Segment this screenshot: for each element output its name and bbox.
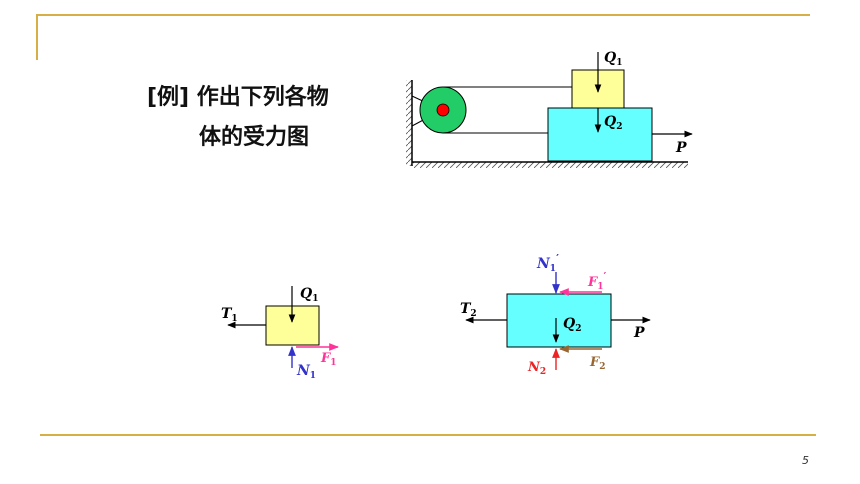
b2-p-label: P bbox=[633, 325, 645, 341]
b1-q1-label: Q1 bbox=[300, 286, 318, 304]
lower-block bbox=[547, 107, 653, 162]
bottom-rule bbox=[40, 434, 816, 436]
title-line-1: [例] 作出下列各物 bbox=[147, 85, 329, 110]
b2-t2-label: T2 bbox=[460, 301, 477, 319]
b2-n2-label: N2 bbox=[527, 360, 546, 377]
p-label: P bbox=[675, 140, 687, 156]
slide-title: [例] 作出下列各物 体的受力图 bbox=[147, 78, 329, 158]
q2-label: Q2 bbox=[604, 114, 622, 132]
b2-f2-label: F2 bbox=[589, 355, 606, 372]
page-number: 5 bbox=[802, 454, 809, 467]
block2-diagram: N1′ F1′ T2 Q2 P N2 F2 bbox=[460, 252, 651, 377]
floor-hatch bbox=[412, 162, 688, 168]
b1-t1-label: T1 bbox=[221, 306, 238, 324]
pulley-axle bbox=[436, 103, 450, 117]
b2-q2-label: Q2 bbox=[563, 316, 581, 334]
wall-hatch bbox=[406, 80, 412, 166]
system-diagram: Q1 Q2 P bbox=[406, 50, 693, 168]
block1-diagram: Q1 T1 N1 F1 bbox=[221, 286, 339, 381]
top-rule bbox=[36, 14, 810, 16]
b1-n1-label: N1 bbox=[296, 363, 316, 381]
b2-n1p-label: N1′ bbox=[536, 252, 559, 274]
block2 bbox=[506, 293, 612, 348]
q1-label: Q1 bbox=[604, 50, 622, 68]
b1-f1-label: F1 bbox=[320, 351, 337, 368]
title-line-2: 体的受力图 bbox=[199, 125, 310, 150]
left-rule bbox=[36, 14, 38, 60]
b2-f1p-label: F1′ bbox=[587, 270, 607, 292]
